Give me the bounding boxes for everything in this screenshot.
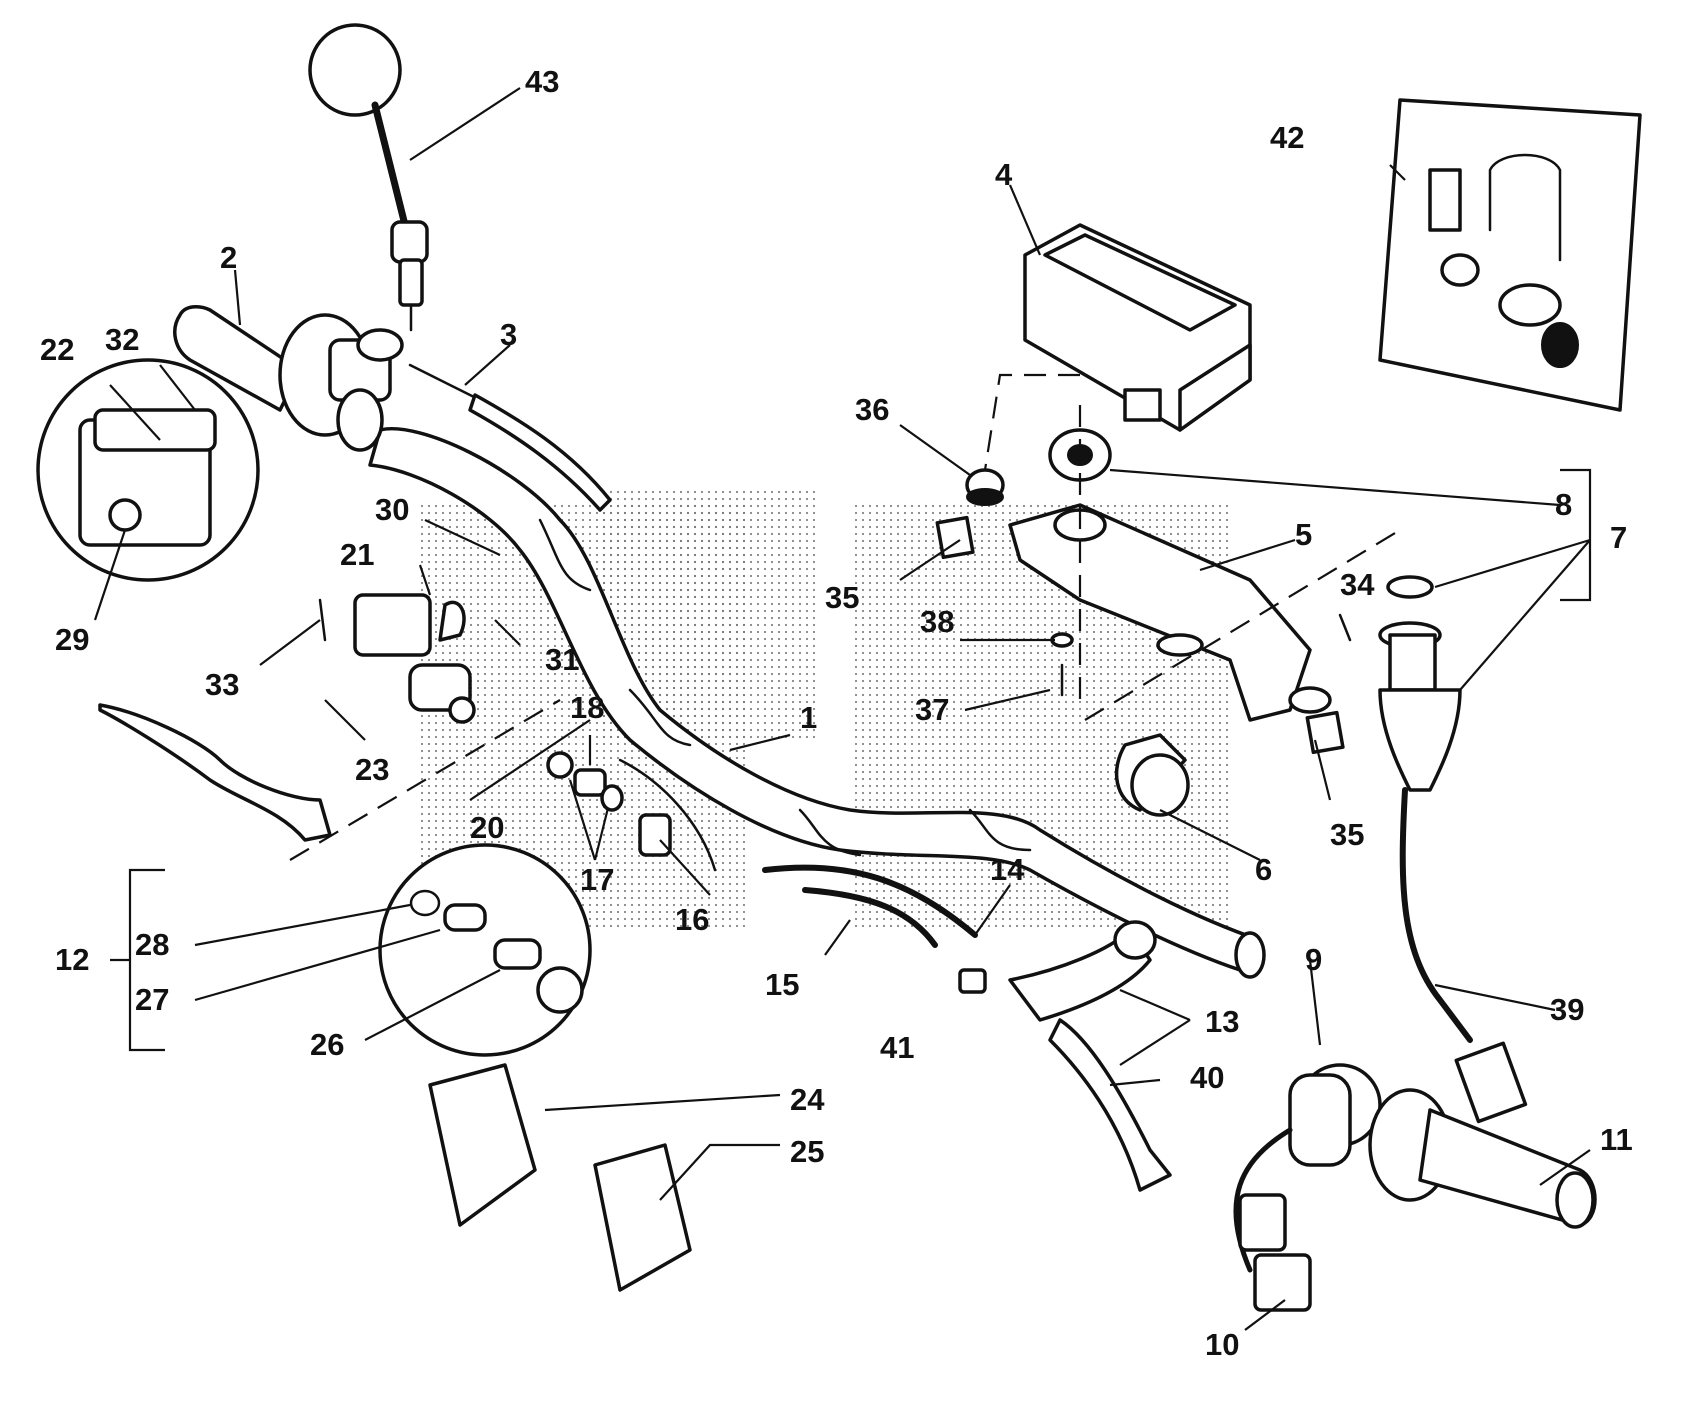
label-37: 37 (915, 692, 949, 727)
label-31: 31 (545, 642, 579, 677)
assembly-guides (289, 373, 1401, 861)
throttle-cable-icon (408, 363, 612, 512)
label-15: 15 (765, 967, 799, 1002)
label-40: 40 (1190, 1060, 1224, 1095)
brake-lever-icon (1008, 920, 1172, 1192)
clutch-cable-icon (762, 864, 987, 994)
label-36: 36 (855, 392, 889, 427)
callout-labels: 43 2 3 22 32 29 30 21 31 33 23 18 20 17 … (40, 64, 1633, 1362)
detail-circle-piston (378, 843, 592, 1057)
label-28: 28 (135, 927, 169, 962)
label-22: 22 (40, 332, 74, 367)
label-23: 23 (355, 752, 389, 787)
label-12: 12 (55, 942, 89, 977)
key-kit-icon (1378, 98, 1642, 412)
label-8: 8 (1555, 487, 1572, 522)
label-20: 20 (470, 810, 504, 845)
label-43: 43 (525, 64, 559, 99)
label-18: 18 (570, 690, 604, 725)
label-42: 42 (1270, 120, 1304, 155)
clamp-ring-icon (1114, 733, 1190, 817)
label-24: 24 (790, 1082, 825, 1117)
label-29: 29 (55, 622, 89, 657)
label-3: 3 (500, 317, 517, 352)
clutch-lever-icon (98, 703, 332, 842)
label-10: 10 (1205, 1327, 1239, 1362)
label-34: 34 (1340, 567, 1375, 602)
label-30: 30 (375, 492, 409, 527)
label-4: 4 (995, 157, 1013, 192)
label-9: 9 (1305, 942, 1322, 977)
label-5: 5 (1295, 517, 1312, 552)
label-16: 16 (675, 902, 709, 937)
handlebar-icon (368, 427, 1266, 979)
label-13: 13 (1205, 1004, 1239, 1039)
handlebar-switch-icon (1233, 1063, 1382, 1312)
label-6: 6 (1255, 852, 1272, 887)
ignition-switch-icon (1378, 575, 1528, 1124)
master-cylinder-icon (318, 593, 476, 724)
mounting-bracket-icon (1008, 503, 1332, 722)
throttle-grip-icon (173, 304, 404, 452)
instrument-cluster-icon (1023, 223, 1252, 432)
label-39: 39 (1550, 992, 1584, 1027)
label-38: 38 (920, 604, 954, 639)
label-17: 17 (580, 862, 614, 897)
label-35a: 35 (825, 580, 859, 615)
label-41: 41 (880, 1030, 914, 1065)
label-1: 1 (800, 700, 817, 735)
label-14: 14 (990, 852, 1025, 887)
label-2: 2 (220, 240, 237, 275)
hose-fittings-icon (546, 751, 717, 872)
label-25: 25 (790, 1134, 824, 1169)
label-11: 11 (1600, 1122, 1633, 1157)
label-33: 33 (205, 667, 239, 702)
label-27: 27 (135, 982, 169, 1017)
label-32: 32 (105, 322, 139, 357)
grease-packet-icon (428, 1063, 692, 1292)
mirror-icon (308, 23, 429, 332)
label-21: 21 (340, 537, 374, 572)
leader-lines (93, 87, 1592, 1331)
detail-circle-reservoir (36, 358, 260, 582)
label-7: 7 (1610, 520, 1627, 555)
left-grip-icon (1368, 1088, 1597, 1229)
label-35b: 35 (1330, 817, 1364, 852)
label-26: 26 (310, 1027, 344, 1062)
